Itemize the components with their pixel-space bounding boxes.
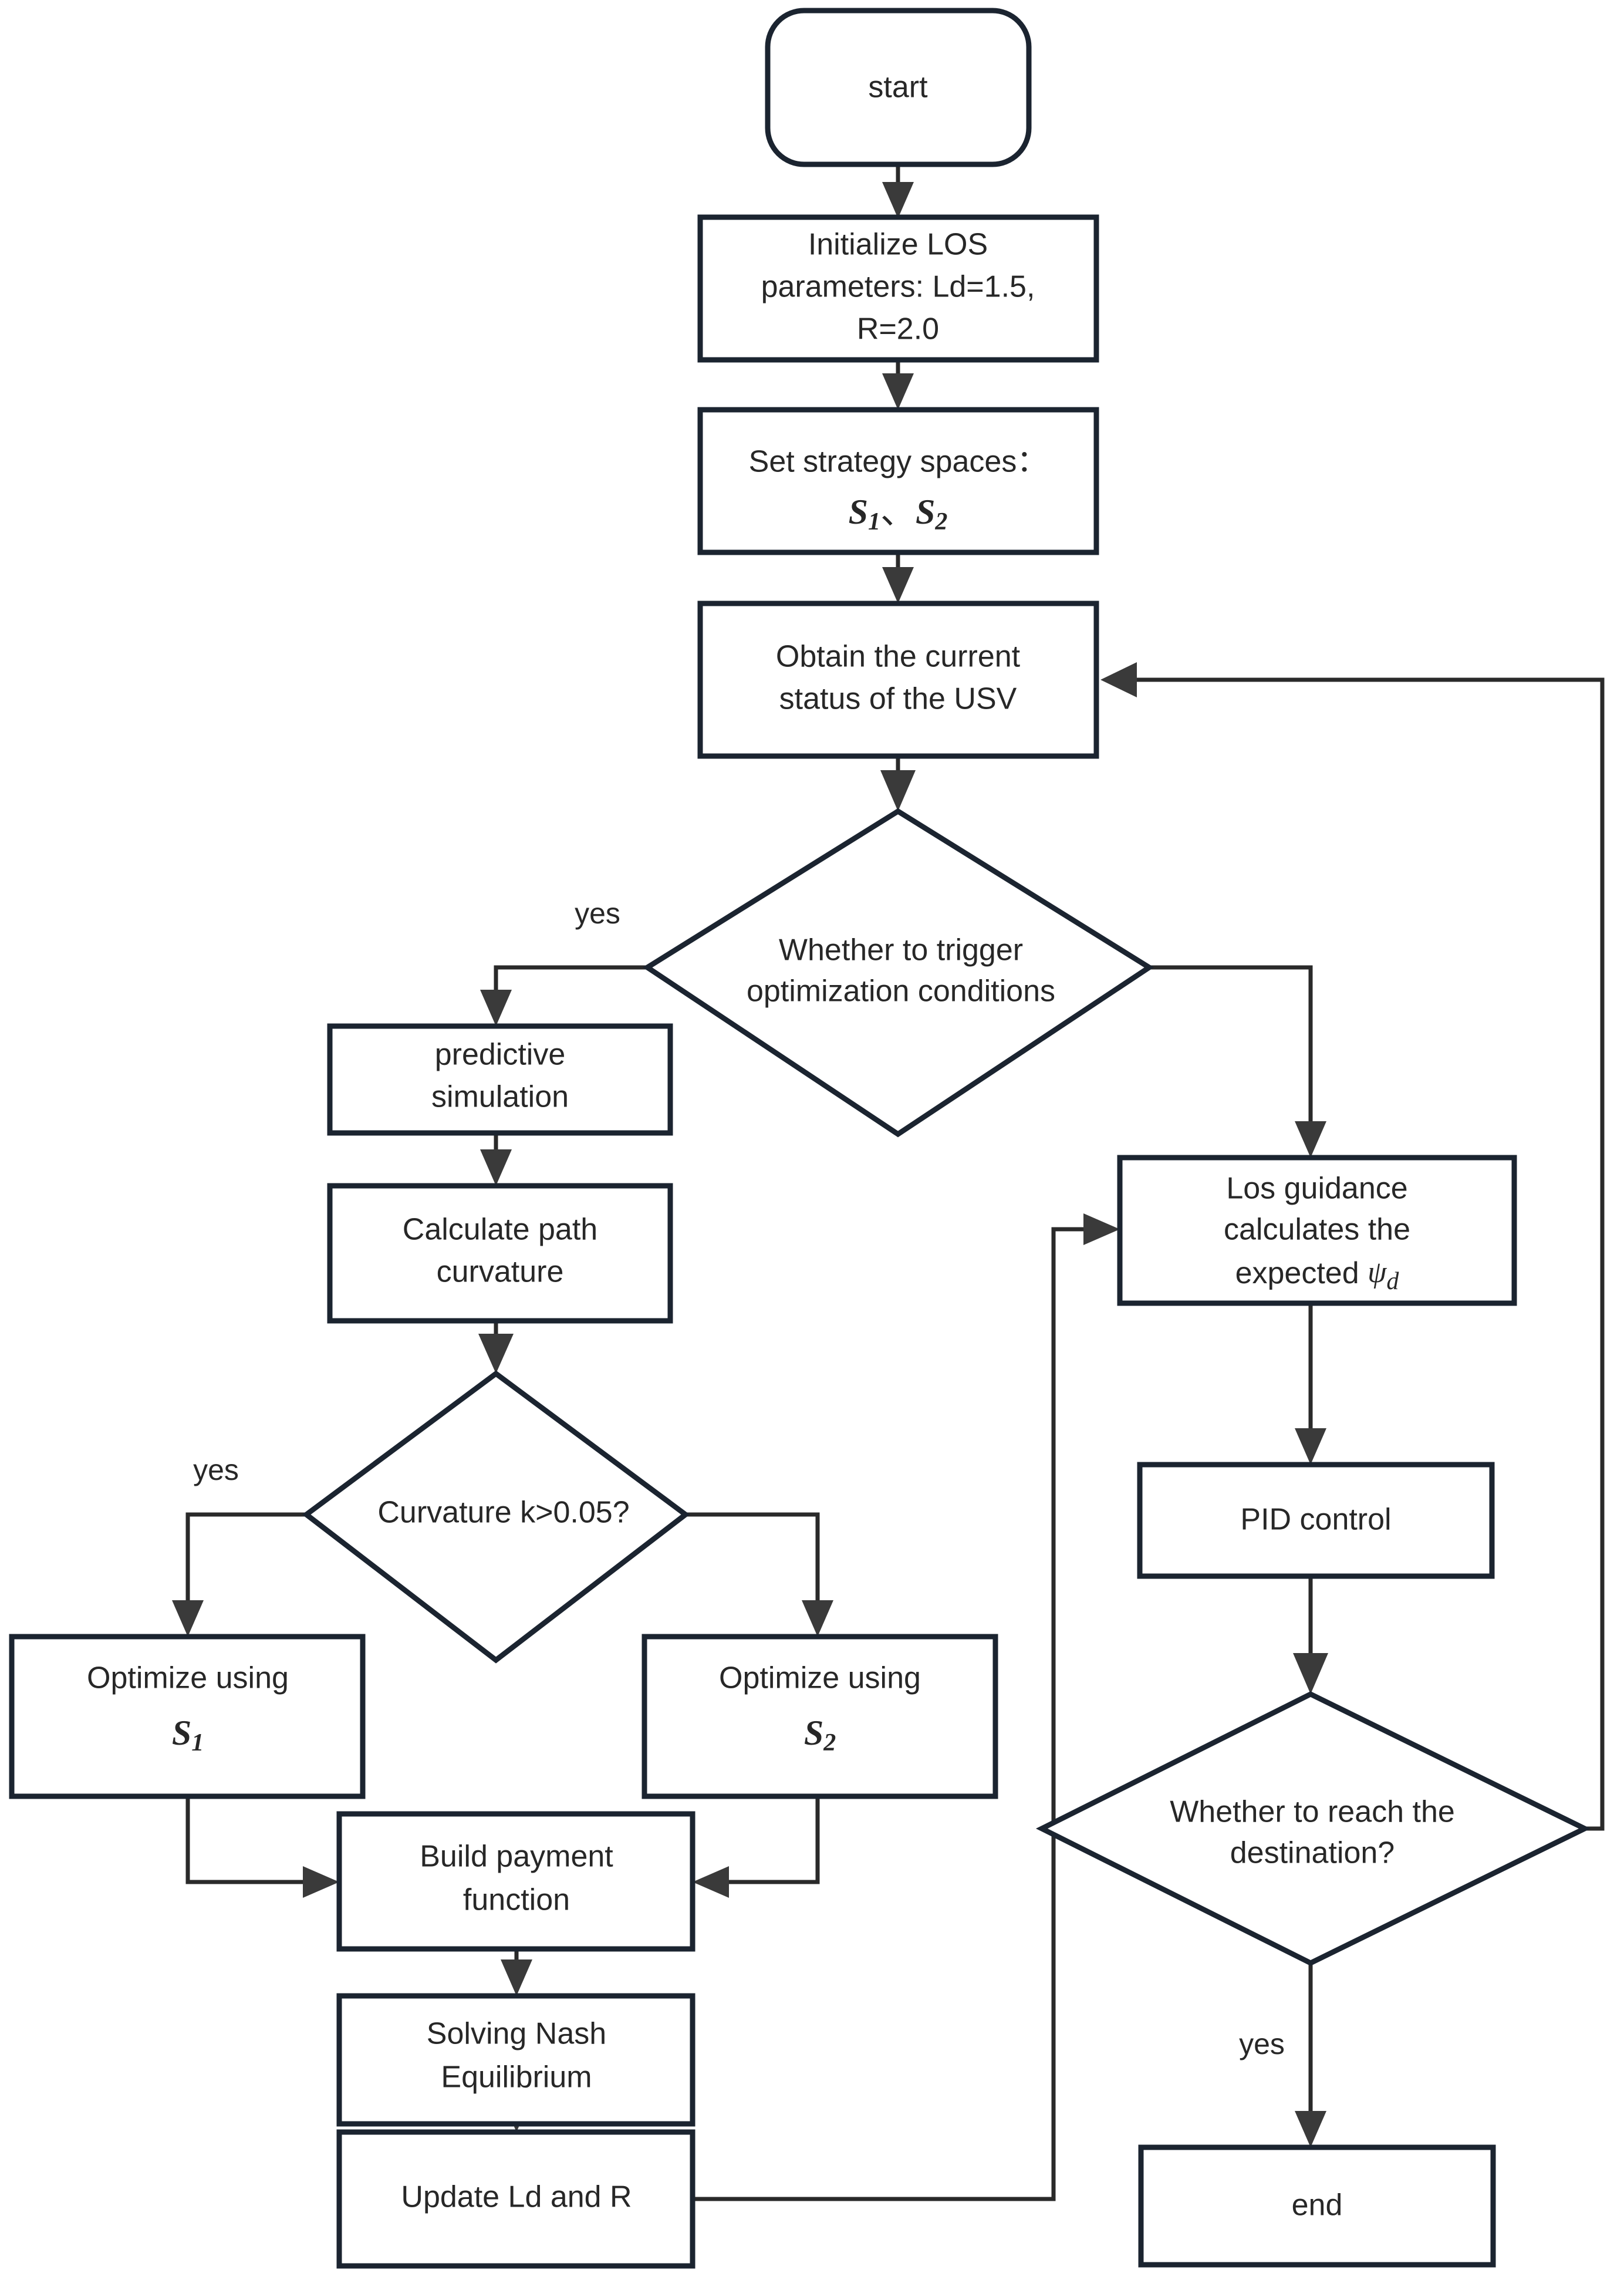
node-obtain-status[interactable]: Obtain the current status of the USV <box>697 601 1099 759</box>
node-trigger-decision[interactable]: Whether to trigger optimization conditio… <box>642 808 1154 1138</box>
node-los-guidance-line1: Los guidance <box>1226 1172 1407 1206</box>
node-trigger-decision-line2: optimization conditions <box>747 974 1055 1009</box>
node-pid-control-line1: PID control <box>1240 1503 1391 1537</box>
los-guidance-expected-prefix: expected <box>1235 1256 1368 1290</box>
math-s1: S <box>849 493 868 531</box>
node-optimize-s1-line1: Optimize using <box>87 1661 289 1695</box>
edge-optimize-s2-to-build-payment <box>693 1796 820 1898</box>
math-s1-symbol: S <box>172 1714 191 1752</box>
math-s2-symbol-sub: 2 <box>823 1729 836 1756</box>
node-predictive-sim-line2: simulation <box>431 1080 569 1114</box>
edge-trigger-no-to-los-guidance <box>1149 965 1326 1158</box>
edge-trigger-yes-to-predictive-sim <box>480 965 647 1026</box>
edge-build-payment-to-solve-nash <box>501 1949 532 1996</box>
node-build-payment[interactable]: Build payment function <box>336 1811 695 1952</box>
edge-init-los-to-set-strategy <box>882 360 914 410</box>
edge-los-guidance-to-pid-control <box>1295 1303 1326 1465</box>
math-s2-sub: 2 <box>934 508 947 535</box>
edge-start-to-init-los <box>882 164 914 218</box>
edge-set-strategy-to-obtain-status <box>882 552 914 603</box>
edge-curvature-no-to-optimize-s2 <box>686 1512 833 1637</box>
edge-pid-control-to-destination-decision <box>1293 1573 1328 1694</box>
edge-label-destination-yes: yes <box>1239 2028 1285 2060</box>
edge-update-ld-r-to-los-guidance <box>693 1213 1120 2201</box>
node-optimize-s1-math: S1 <box>172 1714 204 1756</box>
math-s2-symbol: S <box>804 1714 823 1752</box>
edge-curvature-yes-to-optimize-s1 <box>172 1512 306 1637</box>
node-init-los-line1: Initialize LOS <box>808 228 988 262</box>
math-separator: 、 <box>880 493 916 531</box>
psi-symbol: ψ <box>1368 1256 1387 1289</box>
node-solve-nash-line1: Solving Nash <box>427 2017 606 2051</box>
node-calc-curvature-line1: Calculate path <box>403 1213 597 1247</box>
node-los-guidance-line2: calculates the <box>1224 1213 1410 1247</box>
node-solve-nash[interactable]: Solving Nash Equilibrium <box>336 1993 695 2127</box>
node-obtain-status-line2: status of the USV <box>779 682 1017 716</box>
edge-optimize-s1-to-build-payment <box>185 1796 339 1898</box>
node-curvature-decision-line1: Curvature k>0.05? <box>377 1496 629 1530</box>
node-los-guidance-line3: expected ψd <box>1235 1256 1400 1295</box>
node-destination-decision[interactable]: Whether to reach the destination? <box>1035 1691 1591 1967</box>
node-start-label: start <box>868 70 928 104</box>
node-destination-decision-line1: Whether to reach the <box>1170 1795 1455 1829</box>
edge-obtain-status-to-trigger-decision <box>880 756 916 811</box>
math-s1-sub: 1 <box>868 508 880 535</box>
node-predictive-sim[interactable]: predictive simulation <box>327 1023 673 1136</box>
node-optimize-s2[interactable]: Optimize using S2 <box>642 1634 998 1799</box>
node-end[interactable]: end <box>1138 2144 1496 2268</box>
node-start[interactable]: start <box>765 8 1032 167</box>
node-init-los[interactable]: Initialize LOS parameters: Ld=1.5, R=2.0 <box>697 214 1099 363</box>
node-trigger-decision-line1: Whether to trigger <box>779 933 1023 967</box>
node-set-strategy[interactable]: Set strategy spaces： S1、S2 <box>697 407 1099 555</box>
node-optimize-s1[interactable]: Optimize using S1 <box>9 1634 366 1799</box>
node-update-ld-r-line1: Update Ld and R <box>401 2180 632 2214</box>
node-calc-curvature-line2: curvature <box>437 1255 564 1289</box>
node-build-payment-line2: function <box>463 1883 570 1917</box>
edge-destination-yes-to-end <box>1295 1963 1326 2147</box>
node-init-los-line2: parameters: Ld=1.5, <box>761 270 1035 304</box>
node-pid-control[interactable]: PID control <box>1137 1462 1495 1579</box>
node-optimize-s2-math: S2 <box>804 1714 836 1756</box>
node-calc-curvature[interactable]: Calculate path curvature <box>327 1183 673 1324</box>
node-optimize-s2-line1: Optimize using <box>719 1661 921 1695</box>
node-solve-nash-line2: Equilibrium <box>441 2060 592 2095</box>
edge-destination-no-to-obtain-status <box>1100 662 1605 1831</box>
edge-label-curvature-yes: yes <box>193 1453 239 1486</box>
node-end-label: end <box>1292 2188 1343 2222</box>
math-s1-symbol-sub: 1 <box>191 1729 204 1756</box>
node-los-guidance[interactable]: Los guidance calculates the expected ψd <box>1117 1155 1517 1306</box>
edge-label-trigger-yes: yes <box>575 897 620 930</box>
node-curvature-decision[interactable]: Curvature k>0.05? <box>302 1370 690 1664</box>
psi-symbol-sub: d <box>1386 1268 1399 1295</box>
node-set-strategy-line1: Set strategy spaces： <box>749 445 1048 479</box>
node-init-los-line3: R=2.0 <box>857 312 939 346</box>
edge-predictive-sim-to-calc-curvature <box>480 1133 512 1186</box>
edge-calc-curvature-to-curvature-decision <box>478 1321 514 1374</box>
node-set-strategy-math: S1、S2 <box>849 493 948 535</box>
math-s2: S <box>916 493 935 531</box>
node-obtain-status-line1: Obtain the current <box>776 640 1021 674</box>
node-predictive-sim-line1: predictive <box>435 1038 566 1072</box>
node-update-ld-r[interactable]: Update Ld and R <box>336 2129 695 2269</box>
node-destination-decision-line2: destination? <box>1230 1836 1395 1870</box>
node-build-payment-line1: Build payment <box>420 1840 613 1874</box>
